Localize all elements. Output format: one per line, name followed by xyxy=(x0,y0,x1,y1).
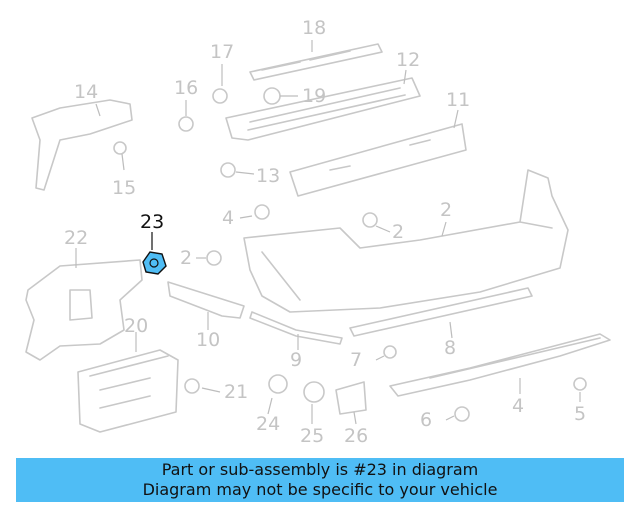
callout-24: 24 xyxy=(256,413,280,435)
leader-lines xyxy=(75,40,581,425)
caption-banner: Part or sub-assembly is #23 in diagram D… xyxy=(16,458,624,502)
callout-2-lower: 2 xyxy=(180,247,192,269)
callout-6: 6 xyxy=(420,409,432,431)
callout-17: 17 xyxy=(210,41,234,63)
callout-14: 14 xyxy=(74,81,98,103)
callout-4: 4 xyxy=(512,395,524,417)
callout-21: 21 xyxy=(224,381,248,403)
caption-line-1: Part or sub-assembly is #23 in diagram xyxy=(161,460,479,479)
callout-7: 7 xyxy=(350,349,362,371)
callout-10: 10 xyxy=(196,329,220,351)
part-10 xyxy=(167,281,245,319)
callout-11: 11 xyxy=(446,89,470,111)
part-11 xyxy=(289,123,467,197)
callout-1: 2 xyxy=(440,199,452,221)
callout-8: 8 xyxy=(444,337,456,359)
part-9 xyxy=(249,311,343,345)
callout-12: 12 xyxy=(396,49,420,71)
part-14 xyxy=(31,99,133,191)
caption-line-2: Diagram may not be specific to your vehi… xyxy=(142,480,498,499)
callout-2-upper: 2 xyxy=(392,221,404,243)
callout-3: 4 xyxy=(222,207,234,229)
callout-20: 20 xyxy=(124,315,148,337)
callout-19: 19 xyxy=(302,85,326,107)
fasteners xyxy=(113,87,587,422)
callout-25: 25 xyxy=(300,425,324,447)
part-22 xyxy=(25,259,143,361)
parts-diagram: 18 17 12 16 19 14 11 13 15 2 4 23 2 22 2… xyxy=(25,17,611,447)
part-23-highlighted[interactable] xyxy=(142,251,167,275)
callout-22: 22 xyxy=(64,227,88,249)
callout-13: 13 xyxy=(256,165,280,187)
part-4 xyxy=(389,333,611,397)
callout-23: 23 xyxy=(140,211,164,233)
callout-16: 16 xyxy=(174,77,198,99)
part-1 xyxy=(243,169,569,313)
callout-5: 5 xyxy=(574,403,586,425)
part-8 xyxy=(349,287,533,337)
part-12 xyxy=(225,77,421,141)
part-18 xyxy=(249,43,383,81)
callout-15: 15 xyxy=(112,177,136,199)
callout-26: 26 xyxy=(344,425,368,447)
callout-9: 9 xyxy=(290,349,302,371)
callout-18: 18 xyxy=(302,17,326,39)
part-20 xyxy=(77,349,179,433)
